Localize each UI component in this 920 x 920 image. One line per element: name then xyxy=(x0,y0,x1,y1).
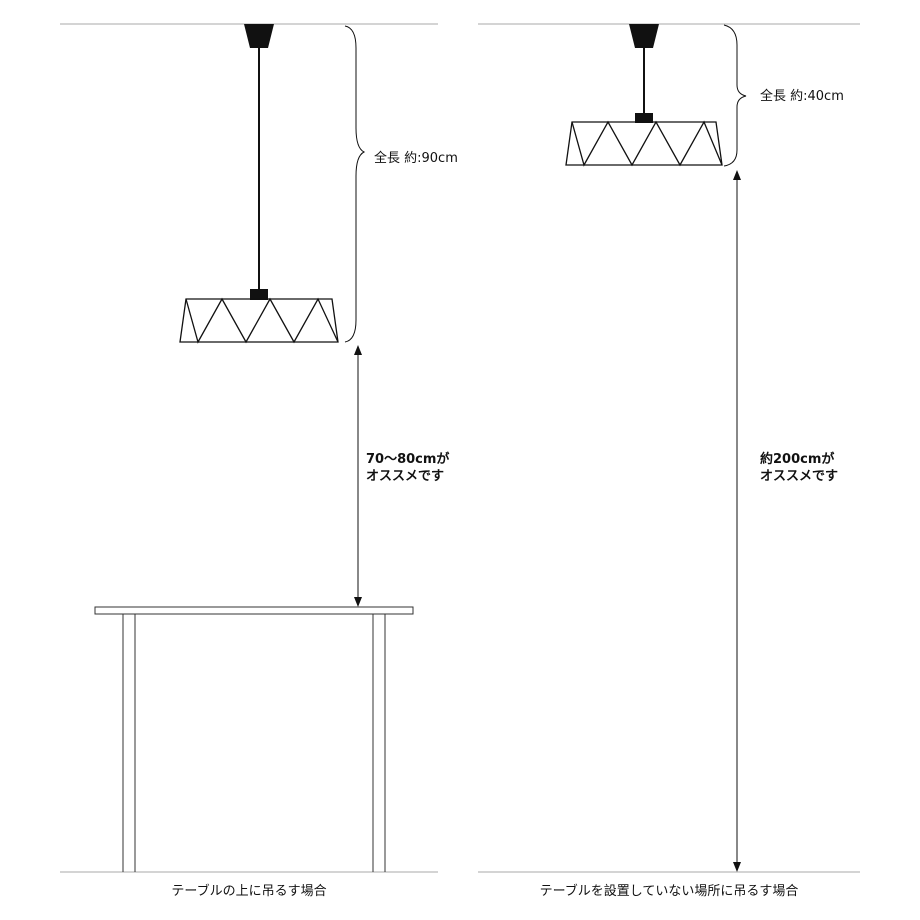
ceiling-canopy-left xyxy=(244,24,274,48)
caption-right: テーブルを設置していない場所に吊るす場合 xyxy=(539,884,799,899)
caption-left: テーブルの上に吊るす場合 xyxy=(171,884,327,899)
distance-label-right-line2: オススメです xyxy=(760,469,839,484)
length-brace-left xyxy=(344,25,366,343)
lamp-shade-left xyxy=(179,297,339,344)
socket-right xyxy=(635,113,653,123)
lamp-shade-right xyxy=(565,120,723,167)
table-leg-left xyxy=(122,614,136,872)
pendant-lamp-short xyxy=(565,24,723,167)
distance-arrow-left xyxy=(354,345,362,607)
table-leg-right xyxy=(372,614,386,872)
ceiling-canopy-right xyxy=(629,24,659,48)
length-label-right: 全長 約:40cm xyxy=(760,89,844,104)
length-label-left: 全長 約:90cm xyxy=(374,151,458,166)
dining-table xyxy=(94,606,414,872)
distance-label-right-line1: 約200cmが xyxy=(760,452,835,467)
distance-label-left-line2: オススメです xyxy=(366,469,445,484)
distance-arrow-right xyxy=(733,170,741,872)
table-top xyxy=(94,606,414,615)
socket-left xyxy=(250,289,268,300)
length-brace-right xyxy=(723,24,747,167)
pendant-lamp-long xyxy=(179,24,339,344)
distance-label-left-line1: 70〜80cmが xyxy=(366,452,450,467)
